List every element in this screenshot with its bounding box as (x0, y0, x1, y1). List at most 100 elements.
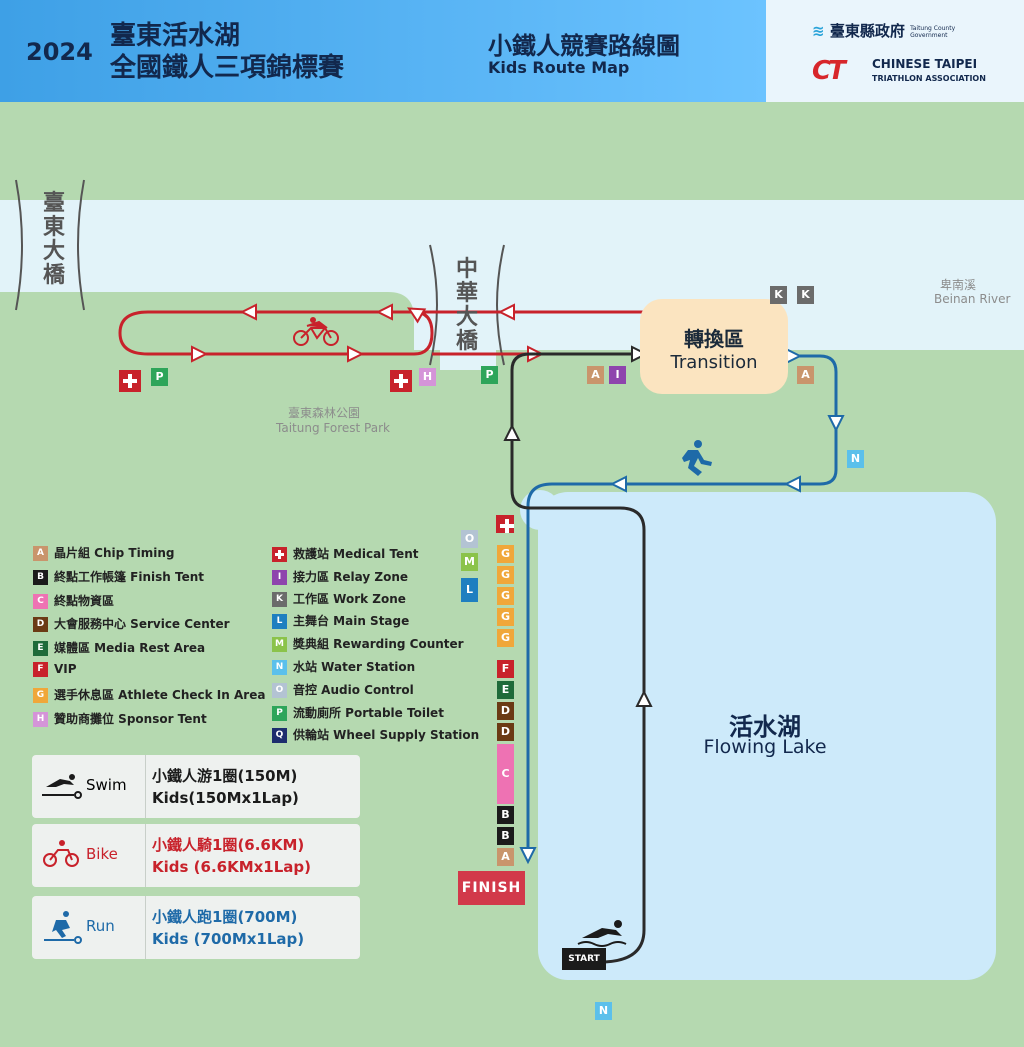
lake-inlet (520, 490, 560, 530)
badge-g-2: G (497, 566, 514, 584)
event-name: 臺東活水湖 全國鐵人三項錦標賽 (110, 20, 344, 84)
run-line (526, 354, 838, 860)
swim-arrows (503, 345, 653, 707)
badge-k-2: K (797, 286, 814, 304)
bridge-taitung-left-bracket (15, 179, 23, 311)
badge-k-1: K (770, 286, 787, 304)
segment-desc-zh-swim: 小鐵人游1圈(150M) (152, 767, 298, 785)
badge-c-supply: C (497, 744, 514, 804)
medical-tent-icon (119, 370, 141, 392)
badge-d-service-2: D (497, 723, 514, 741)
bike-arrow (239, 303, 257, 321)
segment-label-bike: Bike (86, 845, 118, 863)
transition-label-en: Transition (670, 352, 758, 373)
legend-swatch: G (33, 688, 48, 703)
legend-item-medical: 救護站 Medical Tent (272, 545, 418, 562)
swimmer-icon (577, 920, 627, 947)
run-route (526, 354, 838, 860)
swim-arrow (503, 423, 521, 441)
medical-tent-icon (272, 547, 287, 562)
badge-g-4: G (497, 608, 514, 626)
badge-l-stage: L (461, 578, 478, 602)
badge-a-transition-left: A (587, 366, 604, 384)
event-name-line2: 全國鐵人三項錦標賽 (110, 53, 345, 83)
badge-i-relay: I (609, 366, 626, 384)
run-arrow (783, 475, 801, 493)
badge-b-finish-1: B (497, 806, 514, 824)
badge-m-reward: M (461, 553, 478, 571)
header-blue-panel (0, 0, 766, 102)
card-divider (145, 824, 146, 887)
lake-label-en: Flowing Lake (703, 736, 827, 758)
finish-marker: FINISH (458, 871, 525, 905)
badge-a-transition-right: A (797, 366, 814, 384)
taitung-bridge-label: 臺東大橋 (42, 191, 65, 288)
swim-line (510, 352, 646, 964)
badge-n-water-2: N (595, 1002, 612, 1020)
ctta-logo: CT CHINESE TAIPEI TRIATHLON ASSOCIATION (812, 56, 986, 86)
badge-g-1: G (497, 545, 514, 563)
badge-a-finish: A (497, 848, 514, 866)
segment-label-run: Run (86, 917, 115, 935)
medical-tent-icon (496, 515, 514, 533)
legend-swatch: A (33, 546, 48, 561)
badge-f-vip: F (497, 660, 514, 678)
map-subtitle: Kids Route Map (488, 58, 630, 77)
park-label-en: Taitung Forest Park (276, 421, 390, 435)
badge-g-3: G (497, 587, 514, 605)
header-banner: 2024 臺東活水湖 全國鐵人三項錦標賽 小鐵人競賽路線圖 Kids Route… (0, 0, 1024, 102)
badge-d-service-1: D (497, 702, 514, 720)
legend-swatch: B (33, 570, 48, 585)
badge-o-audio: O (461, 530, 478, 548)
bike-arrow (407, 307, 427, 324)
badge-n-water-1: N (847, 450, 864, 468)
bike-arrow (347, 345, 365, 363)
bridge-zhonghua-left-bracket (429, 244, 438, 366)
bike-arrows (191, 303, 545, 363)
swim-arrow (631, 345, 649, 363)
ctta-mark-icon: CT (812, 56, 846, 86)
bike-arrow (191, 345, 209, 363)
runner-icon (682, 440, 712, 476)
card-divider (145, 896, 146, 959)
legend-swatch: E (33, 641, 48, 656)
legend-swatch: F (33, 662, 48, 677)
badge-p-bridge: P (481, 366, 498, 384)
gov-name: 臺東縣政府 (829, 22, 905, 40)
badge-h-sponsor: H (419, 368, 436, 386)
badge-g-5: G (497, 629, 514, 647)
legend-swatch: C (33, 594, 48, 609)
legend-swatch: Q (272, 728, 287, 743)
legend-swatch: L (272, 614, 287, 629)
transition-area: 轉換區 Transition (640, 299, 788, 394)
run-arrow (609, 475, 627, 493)
legend-swatch: K (272, 592, 287, 607)
river-label-en: Beinan River (934, 292, 1011, 306)
card-divider (145, 755, 146, 818)
segment-desc-en-run: Kids (700Mx1Lap) (152, 930, 305, 948)
lake-flowing (538, 492, 996, 980)
segment-card-swim: Swim 小鐵人游1圈(150M) Kids(150Mx1Lap) (32, 755, 360, 818)
transition-label-zh: 轉換區 (684, 327, 744, 351)
event-name-line1: 臺東活水湖 (110, 21, 241, 51)
bridge-zhonghua-deck (440, 240, 496, 370)
run-arrow (519, 847, 537, 865)
swim-arrow (635, 689, 653, 707)
legend-swatch: H (33, 712, 48, 727)
segment-desc-zh-run: 小鐵人跑1圈(700M) (152, 908, 298, 926)
event-year: 2024 (26, 38, 93, 66)
header-logo-panel (766, 0, 1024, 102)
bike-arrow (375, 303, 393, 321)
medical-tent-icon (390, 370, 412, 392)
cyclist-icon (293, 317, 339, 346)
gov-wave-icon: ≋ (812, 22, 825, 40)
